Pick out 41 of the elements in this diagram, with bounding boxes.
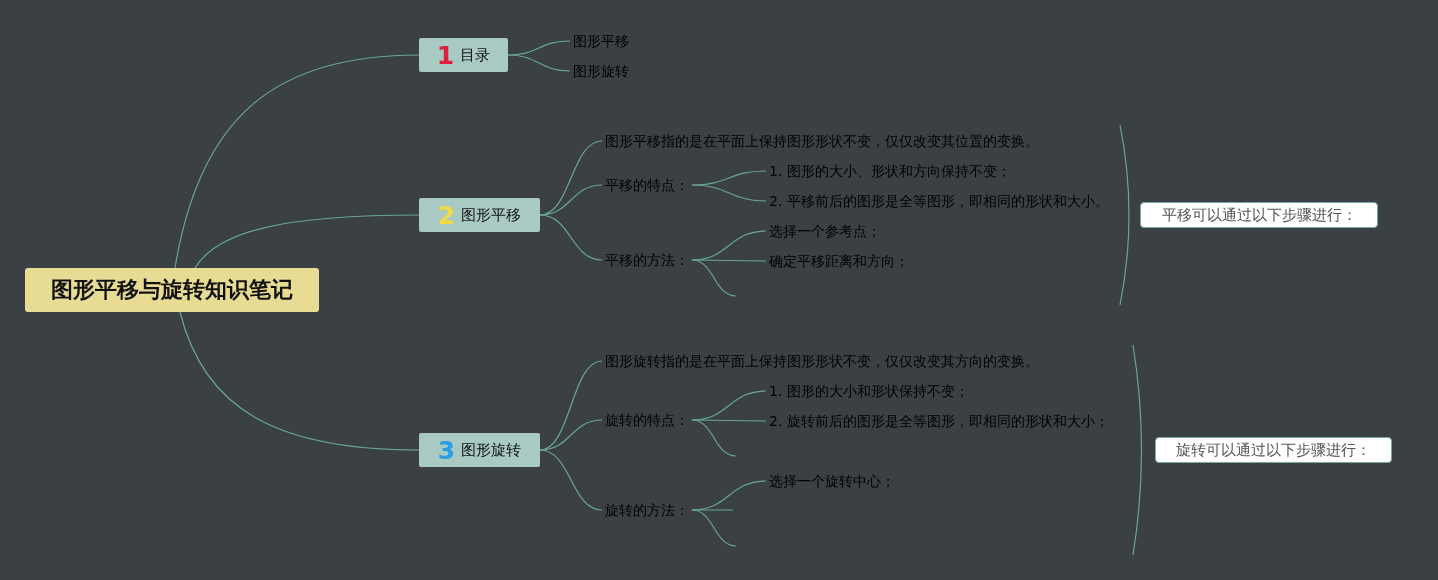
branch-text: 确定平移距离和方向；	[766, 252, 912, 270]
topic-number: 3	[437, 437, 456, 463]
topic-title: 图形旋转	[461, 440, 522, 460]
branch-line	[691, 259, 767, 262]
branch-line	[539, 214, 603, 261]
branch-text: 2. 平移前后的图形是全等图形，即相同的形状和大小。	[766, 192, 1112, 210]
branch-text: 平移的特点：	[602, 176, 692, 194]
branch-line	[539, 419, 603, 451]
central-topic-box: 图形平移与旋转知识笔记	[25, 268, 319, 312]
branch-line	[691, 509, 734, 511]
branch-text: 平移的方法：	[602, 251, 692, 269]
branch-line	[691, 259, 737, 297]
branch-line	[691, 184, 767, 202]
branch-line	[194, 214, 420, 269]
topic-number: 2	[437, 202, 456, 228]
summary-box: 旋转可以通过以下步骤进行：	[1155, 437, 1392, 463]
branch-text: 2. 旋转前后的图形是全等图形，即相同的形状和大小；	[766, 412, 1112, 430]
branch-text: 图形平移	[570, 32, 632, 50]
branch-text: 图形旋转	[570, 62, 632, 80]
topic-title: 目录	[460, 45, 491, 65]
branch-text: 旋转的方法：	[602, 501, 692, 519]
branch-line	[691, 419, 767, 422]
branch-text: 选择一个参考点；	[766, 222, 884, 240]
topic-title: 图形平移	[461, 205, 522, 225]
branch-line	[507, 54, 571, 72]
branch-text: 1. 图形的大小、形状和方向保持不变；	[766, 162, 1014, 180]
topic-box	[419, 38, 508, 72]
branch-line	[691, 419, 737, 457]
branch-line	[179, 311, 420, 451]
branch-line	[507, 40, 571, 56]
branch-text: 旋转的特点：	[602, 411, 692, 429]
topic-number: 1	[436, 42, 455, 68]
branch-text: 1. 图形的大小和形状保持不变；	[766, 382, 972, 400]
topic-box	[419, 198, 540, 232]
branch-text: 选择一个旋转中心；	[766, 472, 898, 490]
branch-line	[691, 509, 737, 547]
branch-line	[539, 184, 603, 216]
summary-box: 平移可以通过以下步骤进行：	[1140, 202, 1378, 228]
branch-line	[174, 54, 420, 269]
branch-line	[539, 449, 603, 511]
topic-box	[419, 433, 540, 467]
